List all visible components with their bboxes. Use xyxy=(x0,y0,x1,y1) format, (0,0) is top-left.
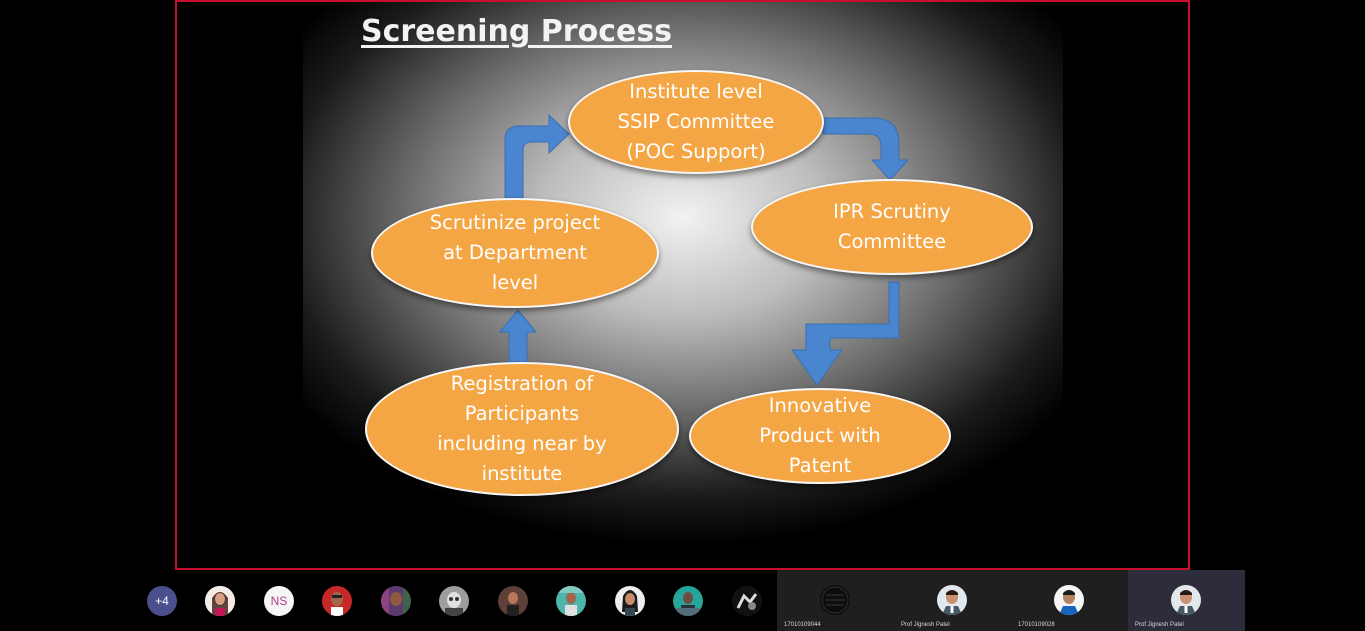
arrow-registration-to-department xyxy=(498,309,538,363)
screen-share-frame: Screening Process Institute level SSIP C… xyxy=(175,0,1190,570)
node-institute-label: Institute level SSIP Committee (POC Supp… xyxy=(617,80,775,163)
avatar[interactable] xyxy=(205,586,235,616)
avatar[interactable] xyxy=(732,586,762,616)
avatar[interactable] xyxy=(615,586,645,616)
avatar[interactable]: NS xyxy=(264,586,294,616)
node-innovative-label: Innovative Product with Patent xyxy=(759,394,881,477)
participant-name: Prof Jignesh Patel xyxy=(901,622,950,628)
node-department-scrutiny: Scrutinize project at Department level xyxy=(371,198,659,308)
participant-name: Prof Jignesh Patel xyxy=(1135,622,1184,628)
node-institute-committee: Institute level SSIP Committee (POC Supp… xyxy=(568,70,824,174)
participant-name: 17010109028 xyxy=(1018,622,1055,628)
node-ipr-scrutiny: IPR Scrutiny Committee xyxy=(751,179,1033,275)
participant-tile[interactable]: 17010109028 xyxy=(1011,570,1128,631)
participants-overflow-badge[interactable]: +4 xyxy=(147,586,177,616)
node-registration: Registration of Participants including n… xyxy=(365,362,679,496)
avatar[interactable] xyxy=(556,586,586,616)
avatar xyxy=(937,585,967,615)
slide-title: Screening Process xyxy=(361,14,673,49)
arrow-institute-to-ipr xyxy=(822,117,910,181)
node-ipr-label: IPR Scrutiny Committee xyxy=(833,200,951,253)
avatar xyxy=(1171,585,1201,615)
participant-tile[interactable]: 17010109044 xyxy=(777,570,894,631)
avatar-initials: NS xyxy=(270,594,288,608)
presentation-slide: Screening Process Institute level SSIP C… xyxy=(303,2,1063,568)
avatar xyxy=(820,585,850,615)
node-innovative-product: Innovative Product with Patent xyxy=(689,388,951,484)
avatar[interactable] xyxy=(498,586,528,616)
avatar xyxy=(1054,585,1084,615)
avatar[interactable] xyxy=(673,586,703,616)
avatar[interactable] xyxy=(322,586,352,616)
avatar[interactable] xyxy=(439,586,469,616)
arrow-ipr-to-innovative xyxy=(791,281,900,386)
arrow-department-to-institute xyxy=(504,113,570,199)
node-registration-label: Registration of Participants including n… xyxy=(437,372,607,485)
participant-tile[interactable]: Prof Jignesh Patel xyxy=(1128,570,1245,631)
participant-name: 17010109044 xyxy=(784,622,821,628)
avatar[interactable] xyxy=(381,586,411,616)
participants-bar: +4 NS 17010109044 Prof Jignesh Pate xyxy=(0,570,1365,631)
node-department-label: Scrutinize project at Department level xyxy=(429,211,601,294)
overflow-count: +4 xyxy=(155,594,169,608)
flow-arrows xyxy=(498,113,910,386)
participant-tile[interactable]: Prof Jignesh Patel xyxy=(894,570,1011,631)
